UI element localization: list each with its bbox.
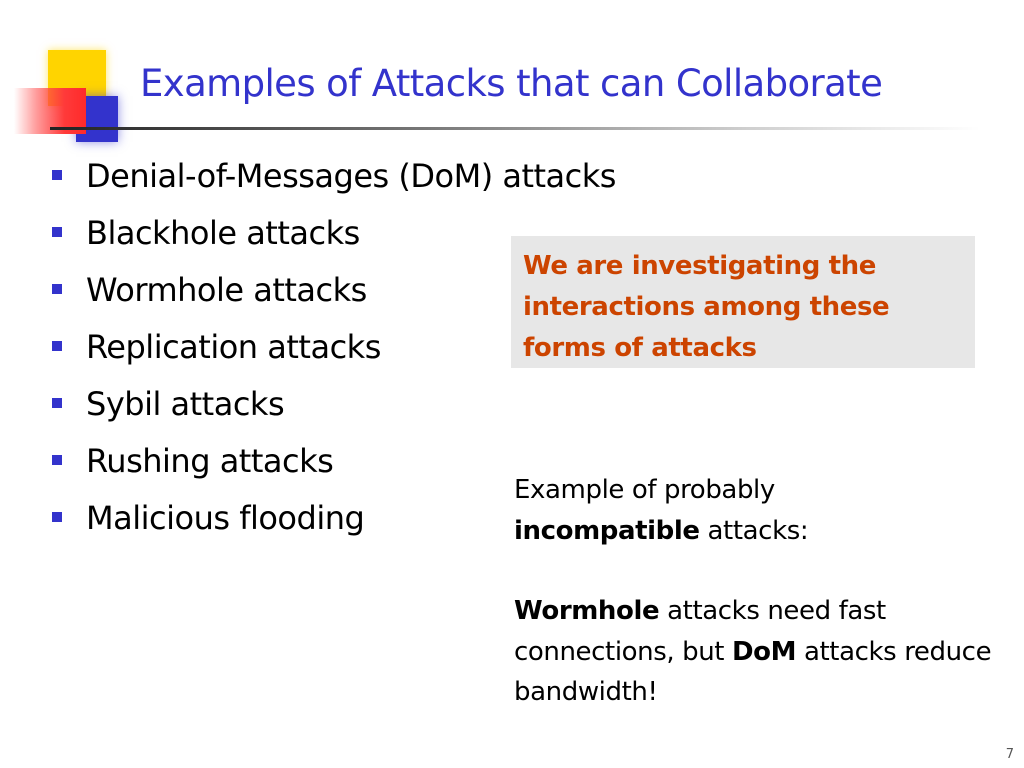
bullet-text: Malicious flooding xyxy=(86,499,365,537)
note-block: Example of probably incompatible attacks:… xyxy=(514,470,994,713)
bullet-text: Sybil attacks xyxy=(86,385,285,423)
bullet-item: Malicious flooding xyxy=(50,492,616,549)
slide-title: Examples of Attacks that can Collaborate xyxy=(140,62,883,105)
note-text: Example of probably xyxy=(514,475,775,505)
logo-decoration xyxy=(0,0,140,150)
bullet-text: Replication attacks xyxy=(86,328,381,366)
square-bullet-icon xyxy=(52,398,62,408)
bullet-list: Denial-of-Messages (DoM) attacks Blackho… xyxy=(50,150,616,549)
callout-box: We are investigating the interactions am… xyxy=(511,236,975,368)
note-text: attacks reduce bandwidth! xyxy=(514,636,992,708)
title-underline xyxy=(50,127,980,130)
note-text: attacks: xyxy=(699,515,809,546)
note-emphasis: incompatible xyxy=(514,515,700,546)
square-bullet-icon xyxy=(52,227,62,237)
note-paragraph-2: Wormhole attacks need fast connections, … xyxy=(514,591,994,713)
note-emphasis: Wormhole xyxy=(514,596,660,626)
bullet-item: Denial-of-Messages (DoM) attacks xyxy=(50,150,616,207)
square-bullet-icon xyxy=(52,341,62,351)
bullet-text: Wormhole attacks xyxy=(86,271,367,309)
bullet-item: Replication attacks xyxy=(50,321,616,378)
note-text: attacks need fast connections, but xyxy=(514,596,886,667)
note-emphasis: DoM xyxy=(731,636,797,667)
bullet-item: Blackhole attacks xyxy=(50,207,616,264)
callout-text: We are investigating the interactions am… xyxy=(523,251,890,363)
square-bullet-icon xyxy=(52,284,62,294)
square-bullet-icon xyxy=(52,512,62,522)
bullet-text: Denial-of-Messages (DoM) attacks xyxy=(86,157,616,195)
bullet-text: Rushing attacks xyxy=(86,442,334,480)
bullet-text: Blackhole attacks xyxy=(86,214,360,252)
square-bullet-icon xyxy=(52,170,62,180)
bullet-item: Wormhole attacks xyxy=(50,264,616,321)
paragraph-spacer xyxy=(514,551,994,591)
note-paragraph-1: Example of probably incompatible attacks: xyxy=(514,470,994,551)
square-bullet-icon xyxy=(52,455,62,465)
bullet-item: Rushing attacks xyxy=(50,435,616,492)
bullet-item: Sybil attacks xyxy=(50,378,616,435)
page-number: 7 xyxy=(1005,747,1014,762)
red-square-decoration xyxy=(14,88,86,134)
